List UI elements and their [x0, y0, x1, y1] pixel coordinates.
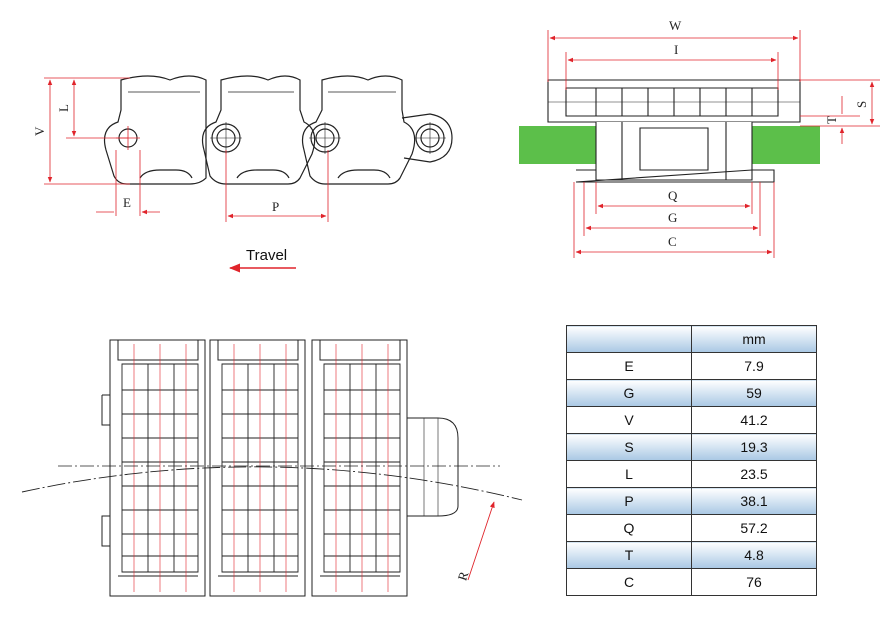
roller-grid [121, 363, 401, 573]
top-link-1 [109, 339, 206, 597]
spec-value-cell: 7.9 [691, 352, 817, 380]
top-link-3 [311, 339, 408, 597]
dim-label-i: I [674, 42, 678, 57]
spec-value-cell: 41.2 [691, 406, 817, 434]
spec-dim-cell: P [566, 487, 692, 515]
dim-label-p: P [272, 199, 279, 214]
spec-value-cell: 23.5 [691, 460, 817, 488]
guide-rail-left [519, 126, 599, 164]
dim-r-line [467, 501, 495, 581]
dim-label-s: S [854, 101, 869, 108]
top-view [21, 339, 523, 597]
dim-label-w: W [669, 18, 682, 33]
top-link-2 [209, 339, 306, 597]
spec-dim-cell: C [566, 568, 692, 596]
spec-value-cell: 19.3 [691, 433, 817, 461]
dim-label-c: C [668, 234, 677, 249]
spec-header-unit: mm [691, 325, 817, 353]
spec-header-dim [566, 325, 692, 353]
chain-link-2 [201, 75, 316, 185]
spec-header-row: mm [566, 325, 817, 353]
spec-value-cell: 59 [691, 379, 817, 407]
dim-label-t: T [824, 116, 839, 124]
spec-value-cell: 4.8 [691, 541, 817, 569]
spec-value-cell: 57.2 [691, 514, 817, 542]
chain-link-3 [301, 75, 416, 185]
dim-label-l: L [56, 104, 71, 112]
spec-value-cell: 38.1 [691, 487, 817, 515]
dim-label-g: G [668, 210, 677, 225]
dim-label-e: E [123, 195, 131, 210]
guide-rail-right [750, 126, 820, 164]
chain-tail-tab [401, 113, 453, 163]
spec-dim-cell: Q [566, 514, 692, 542]
dim-label-v: V [32, 126, 47, 136]
end-view-dimensions [547, 30, 880, 258]
curve-radius-line [21, 466, 523, 501]
spec-dim-cell: E [566, 352, 692, 380]
spec-dim-cell: T [566, 541, 692, 569]
spec-dim-cell: S [566, 433, 692, 461]
dim-label-q: Q [668, 188, 678, 203]
spec-dim-cell: V [566, 406, 692, 434]
side-view [103, 75, 453, 185]
chain-link-1 [103, 75, 207, 185]
spec-value-cell: 76 [691, 568, 817, 596]
travel-label: Travel [246, 247, 287, 264]
dim-label-r: R [454, 569, 471, 582]
spec-dim-cell: G [566, 379, 692, 407]
spec-dim-cell: L [566, 460, 692, 488]
end-view [519, 79, 820, 183]
side-view-dimensions [44, 77, 329, 273]
